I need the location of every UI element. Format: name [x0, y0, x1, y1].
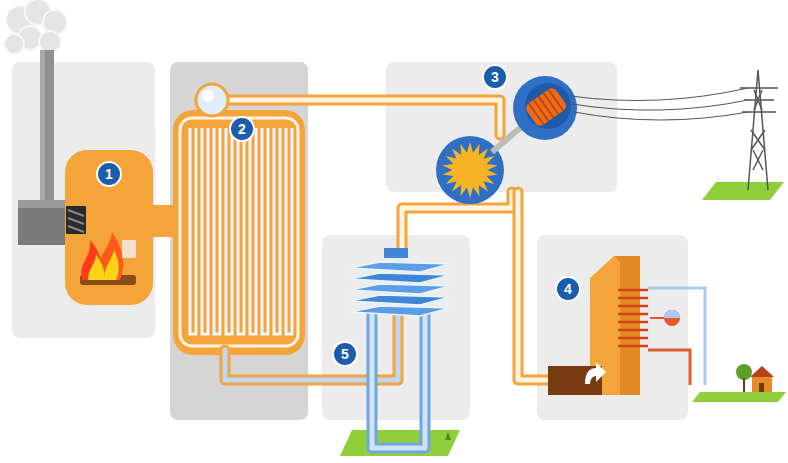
callout-number: 4 — [555, 276, 581, 302]
callout-number: 1 — [96, 161, 122, 187]
smoke — [4, 0, 67, 54]
power-lines — [570, 88, 748, 120]
callout-number: 5 — [332, 341, 358, 367]
chimney — [18, 50, 66, 245]
callout-number: 2 — [229, 116, 255, 142]
cooling-water — [340, 312, 460, 456]
turbine — [436, 136, 504, 204]
house — [692, 364, 786, 402]
pylon — [702, 70, 784, 200]
steam-pipes — [215, 100, 560, 380]
steam-drum — [196, 84, 228, 116]
condenser — [350, 248, 450, 316]
callout-number: 3 — [482, 64, 508, 90]
boiler — [173, 110, 305, 355]
background-panels — [12, 62, 688, 420]
heat-exchanger — [548, 256, 705, 395]
generator — [492, 76, 577, 152]
furnace — [65, 150, 178, 305]
